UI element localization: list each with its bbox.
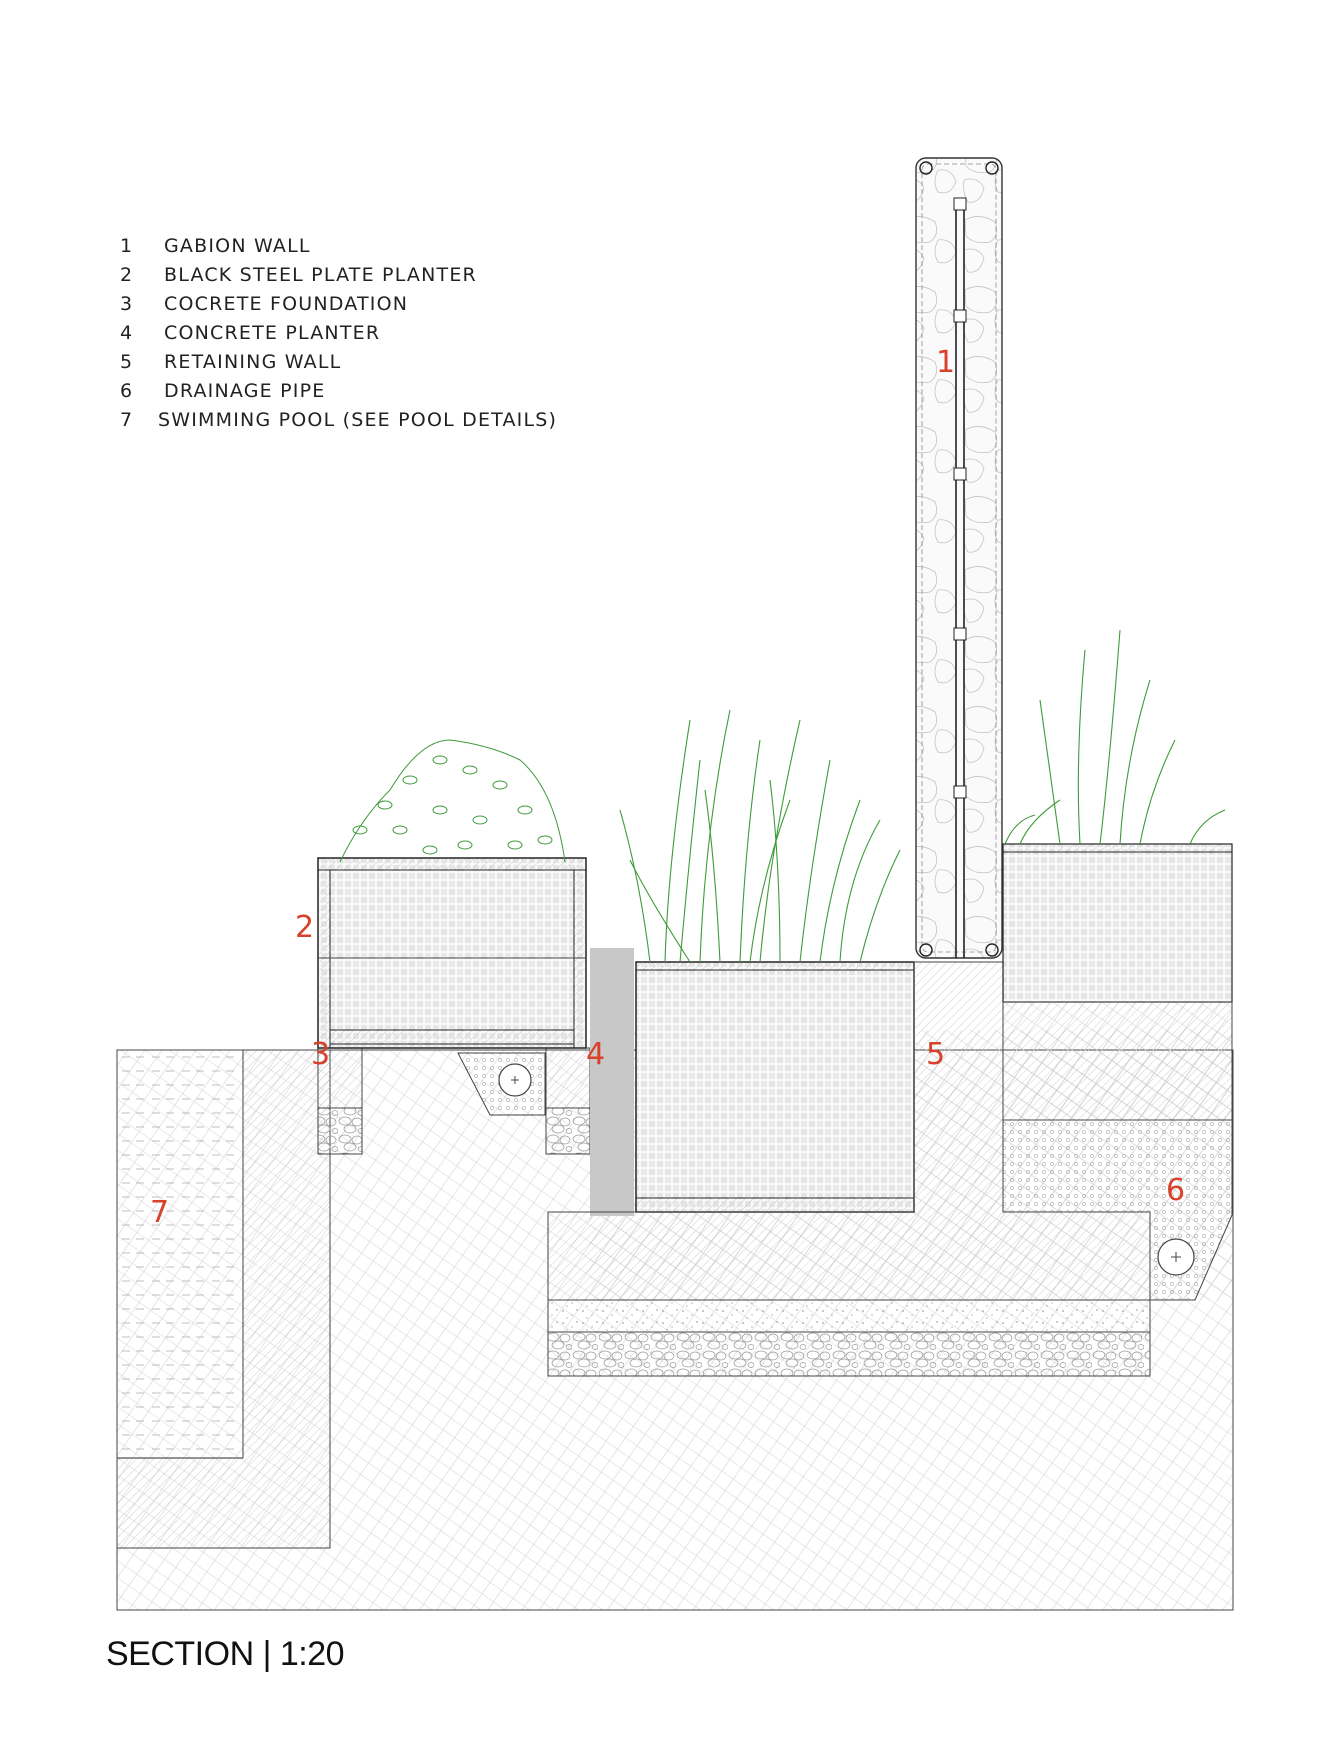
- pool-wall: [116, 1049, 331, 1549]
- shrub-foliage: [339, 739, 566, 863]
- tall-grass: [619, 709, 901, 963]
- concrete-planter: [635, 961, 915, 1213]
- retaining-wall: [547, 961, 1151, 1377]
- legend-label-4: CONCRETE PLANTER: [164, 322, 380, 344]
- callout-1: 1: [936, 345, 955, 380]
- legend-num-6: 6: [120, 380, 133, 402]
- legend-num-3: 3: [120, 293, 133, 315]
- section-title: SECTION | 1:20: [106, 1635, 344, 1673]
- callout-5: 5: [926, 1037, 945, 1072]
- legend-label-2: BLACK STEEL PLATE PLANTER: [164, 264, 477, 286]
- legend-num-2: 2: [120, 264, 133, 286]
- legend: 1 GABION WALL 2 BLACK STEEL PLATE PLANTE…: [120, 235, 557, 431]
- right-planter-bed: [1002, 843, 1233, 1301]
- legend-label-6: DRAINAGE PIPE: [164, 380, 325, 402]
- legend-num-5: 5: [120, 351, 133, 373]
- legend-num-4: 4: [120, 322, 133, 344]
- callout-7: 7: [150, 1195, 169, 1230]
- right-grass: [1004, 629, 1226, 845]
- callout-3: 3: [311, 1037, 330, 1072]
- gabion-wall: [915, 157, 1003, 959]
- concrete-band: [590, 948, 634, 1216]
- legend-num-1: 1: [120, 235, 133, 257]
- callouts: 1 2 3 4 5 6 7: [150, 345, 1185, 1230]
- steel-plate-planter: [317, 857, 587, 1049]
- callout-6: 6: [1166, 1173, 1185, 1208]
- legend-label-1: GABION WALL: [164, 235, 311, 257]
- callout-4: 4: [586, 1037, 605, 1072]
- legend-label-5: RETAINING WALL: [164, 351, 341, 373]
- legend-num-7: 7: [120, 409, 133, 431]
- legend-label-3: COCRETE FOUNDATION: [164, 293, 408, 315]
- callout-2: 2: [295, 910, 314, 945]
- legend-label-7: SWIMMING POOL (SEE POOL DETAILS): [158, 409, 557, 431]
